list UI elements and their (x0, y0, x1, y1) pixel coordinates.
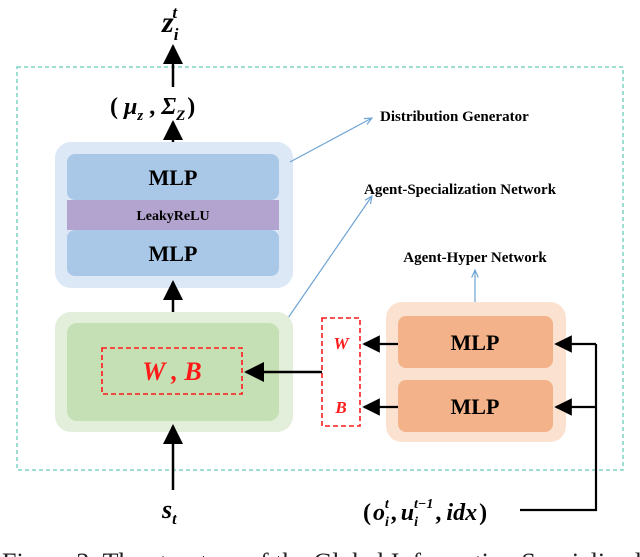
weights-dashed-box (321, 317, 361, 427)
params-mu-sub: z (136, 108, 143, 124)
params-open-paren: ( (110, 94, 118, 120)
generator-mlp-top-label: MLP (149, 165, 198, 190)
hyper-input-o-sub: i (385, 515, 389, 530)
specialization-params-dashed-box (101, 347, 243, 395)
weight-w-label: W (333, 334, 350, 353)
state-input-sub: t (172, 511, 177, 528)
hyper-mlp-bottom-box (398, 380, 553, 432)
generator-mlp-top-box (67, 154, 279, 200)
hyper-input-o-sup: t (385, 497, 390, 512)
params-close-paren: ) (187, 94, 195, 120)
label-agent-hyper: Agent-Hyper Network (403, 250, 547, 266)
label-agent-specialization: Agent-Specialization Network (364, 182, 557, 198)
params-mu: μ (122, 94, 137, 120)
specialization-params-label: W , B (142, 357, 202, 386)
hyper-input-routing-line (520, 344, 598, 512)
params-comma: , (149, 94, 155, 120)
hyper-input-comma2: , (435, 500, 441, 526)
generator-activation-box (67, 200, 279, 230)
figure-caption: Figure 2: The structure of the Global In… (2, 548, 640, 557)
hyper-input-label: (oit,uit−1,idx) (363, 497, 487, 530)
distribution-params-label: (μz,ΣZ) (110, 94, 195, 124)
hyper-mlp-top-label: MLP (451, 330, 500, 355)
outer-dashed-frame (16, 66, 624, 471)
pointer-agent-specialization (287, 196, 372, 319)
hyper-input-u: u (401, 500, 414, 526)
hyper-input-u-sub: i (414, 515, 418, 530)
state-input-label: st (161, 495, 177, 528)
hyper-input-u-sup: t−1 (414, 497, 433, 512)
state-input-base: s (161, 495, 172, 524)
output-z-base: z (161, 6, 174, 39)
output-z-sup: t (172, 3, 178, 22)
hyper-mlp-bottom-label: MLP (451, 394, 500, 419)
params-sigma-sub: Z (175, 108, 185, 124)
hyper-input-o: o (373, 500, 385, 526)
hyper-input-open: ( (363, 500, 371, 526)
generator-mlp-bottom-box (67, 230, 279, 276)
output-z-label: zit (161, 3, 179, 44)
generator-mlp-bottom-label: MLP (149, 241, 198, 266)
hyper-input-close: ) (479, 500, 487, 526)
hyper-mlp-top-box (398, 316, 553, 368)
generator-activation-label: LeakyReLU (136, 209, 209, 224)
hyper-input-comma1: , (391, 500, 397, 526)
hyper-input-idx: idx (446, 500, 477, 526)
weight-b-label: B (334, 398, 346, 417)
label-distribution-generator: Distribution Generator (380, 109, 529, 125)
pointer-distribution-generator (289, 118, 372, 163)
params-sigma: Σ (160, 94, 176, 120)
output-z-sub: i (174, 25, 179, 44)
